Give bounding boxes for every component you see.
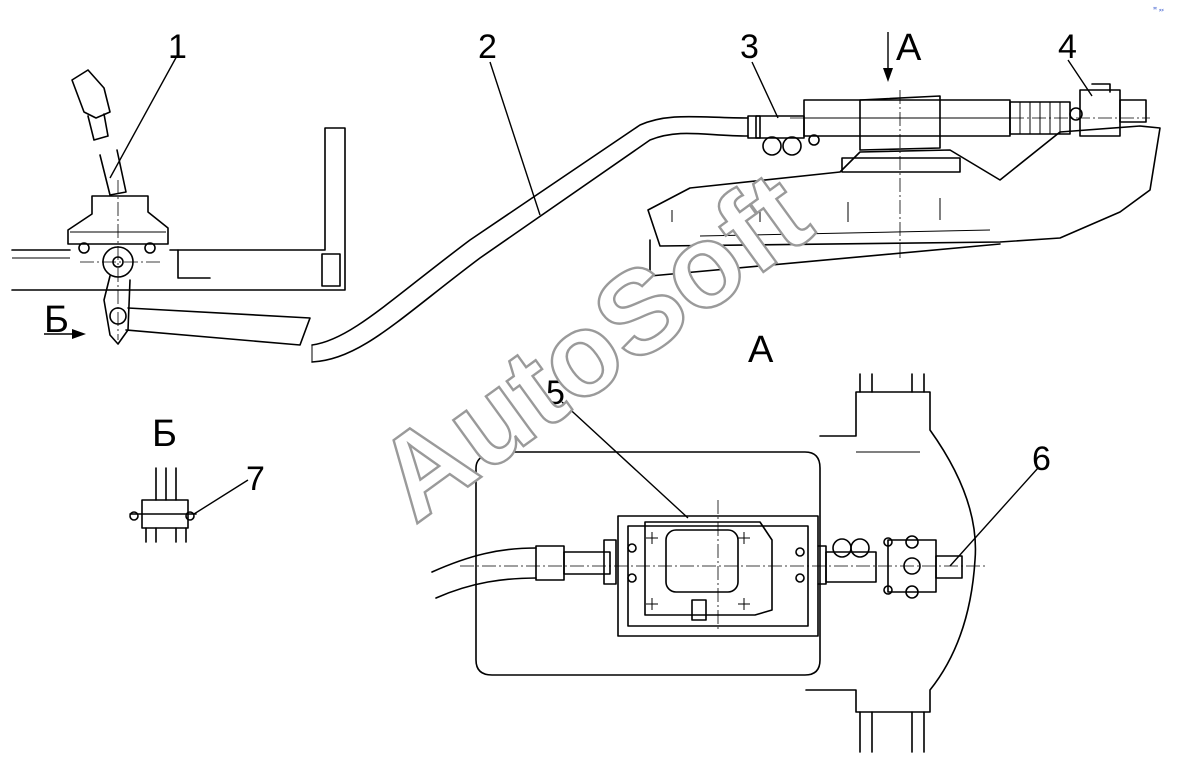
view-a-title: А [748,329,774,371]
view-a-arrow [883,32,893,82]
callout-5: 5 [546,374,565,412]
view-b-arrow [44,329,86,339]
gear-lever-assembly [11,69,346,346]
callout-4: 4 [1058,28,1077,66]
callout-3: 3 [740,28,759,66]
callout-2: 2 [478,28,497,66]
view-b-arrow-label: Б [44,299,69,341]
callout-7: 7 [246,460,265,498]
gearbox-top-view [647,83,1161,277]
callout-1: 1 [168,28,187,66]
view-b-detail [129,467,197,543]
shift-cable [311,115,761,363]
callout-6: 6 [1032,440,1051,478]
corner-mark: ꟸ ⸗⸗ [1153,6,1164,14]
view-a-detail [431,373,985,753]
view-b-title: Б [152,413,177,455]
view-a-arrow-label: А [896,27,922,69]
leader-lines [109,53,1093,567]
